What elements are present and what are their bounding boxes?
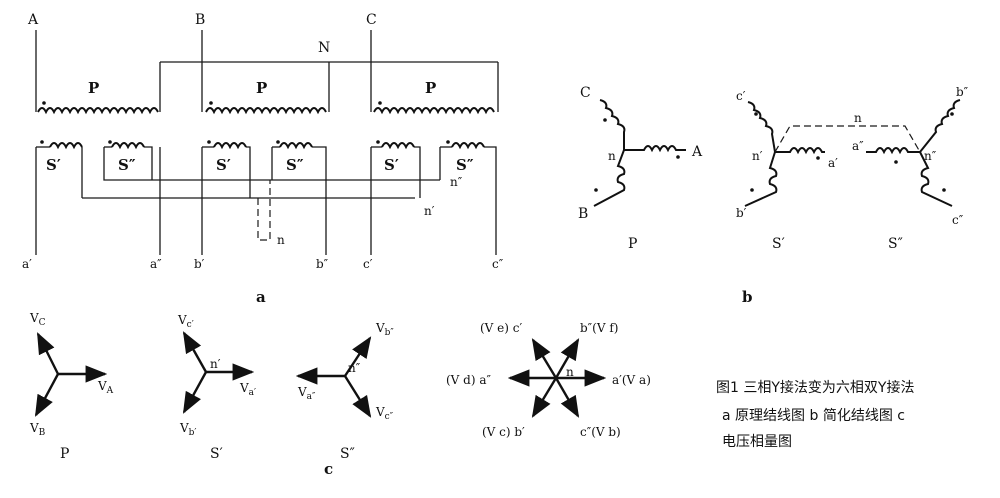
- six-top-right: b″(V f): [580, 321, 618, 335]
- secondary-label-1: S′: [46, 156, 61, 174]
- svg-text:VC: VC: [29, 311, 46, 328]
- primary-label-a: P: [88, 79, 99, 97]
- svg-text:Va″: Va″: [297, 385, 316, 402]
- primary-coil-a: [37, 107, 159, 115]
- s2-phasor-va: V: [297, 385, 307, 399]
- secondary-label-3: S′: [216, 156, 231, 174]
- s1-star-name: S′: [772, 236, 785, 252]
- svg-text:Vb″: Vb″: [375, 321, 394, 338]
- svg-text:Vc″: Vc″: [375, 405, 394, 422]
- p-phasor-vb: V: [29, 421, 39, 435]
- s2-label-c: c″: [952, 213, 964, 227]
- svg-text:VB: VB: [29, 421, 46, 438]
- s2-star-name: S″: [888, 236, 903, 252]
- figure-caption: 图1 三相Y接法变为六相双Y接法 a 原理结线图 b 简化结线图 c 电压相量图: [716, 379, 914, 450]
- secondary-label-4: S″: [286, 156, 304, 174]
- n-link-dashed: [257, 180, 271, 241]
- secondary-label-5: S′: [384, 156, 399, 174]
- p-phasor-va: V: [97, 379, 107, 393]
- panel-a-caption-label: a: [256, 288, 266, 306]
- neutral-link-label: n: [854, 111, 862, 125]
- p-star-name: P: [628, 236, 637, 252]
- svg-text:Vb′: Vb′: [179, 421, 196, 438]
- phasor-group-s1: Vc′ Va′ Vb′ n′ S′: [177, 313, 256, 462]
- p-label-c: C: [580, 85, 591, 101]
- six-right: a′(V a): [612, 373, 651, 387]
- primary-label-c: P: [425, 79, 436, 97]
- s1-phasor-name: S′: [210, 446, 223, 462]
- panel-b-caption-label: b: [742, 288, 753, 306]
- caption-line-2: a 原理结线图 b 简化结线图 c: [722, 407, 905, 424]
- six-bottom-left: (V c) b′: [482, 425, 525, 439]
- phasor-group-s2: Vb″ Va″ Vc″ n″ S″: [295, 321, 394, 462]
- six-bottom-right: c″(V b): [580, 425, 621, 439]
- bus-n1-label: n′: [424, 204, 435, 218]
- s1-phasor-center: n′: [210, 357, 221, 371]
- p-phasor-vc: V: [29, 311, 39, 325]
- primary-coil-c: [373, 107, 495, 115]
- output-c1: c′: [363, 257, 373, 271]
- bus-n2-label: n″: [450, 175, 463, 189]
- six-left: (V d) a″: [446, 373, 491, 387]
- panel-c-caption-label: c: [324, 460, 333, 478]
- neutral-link-dashed: [774, 125, 921, 153]
- neutral-n-label: N: [318, 40, 330, 56]
- s2-phasor-name: S″: [340, 446, 355, 462]
- panel-b-simplified: C A B n P c′ a′ b′ n′ S′ b″ a″ c″ n″ S″ …: [578, 85, 969, 306]
- phase-a-label: A: [27, 12, 39, 28]
- secondary-windings: [35, 140, 497, 255]
- s2-phasor-center: n″: [348, 361, 361, 375]
- caption-line-3: 电压相量图: [722, 434, 792, 450]
- s1-phasor-vc: V: [177, 313, 187, 327]
- p-phasor-name: P: [60, 446, 69, 462]
- p-star-winding-b: [593, 149, 626, 207]
- primary-label-b: P: [256, 79, 267, 97]
- s1-label-a: a′: [828, 156, 838, 170]
- p-label-n: n: [608, 149, 616, 163]
- phasor-group-six-phase: (V e) c′ b″(V f) (V d) a″ a′(V a) (V c) …: [446, 321, 651, 439]
- panel-a-schematic: A B C N P P P: [22, 12, 504, 306]
- s1-phasor-va: V: [239, 381, 249, 395]
- s1-label-b: b′: [736, 206, 747, 220]
- p-star-winding-a: [624, 145, 686, 153]
- s1-phasor-vb: V: [179, 421, 189, 435]
- output-a1: a′: [22, 257, 32, 271]
- secondary-label-6: S″: [456, 156, 474, 174]
- svg-text:Va′: Va′: [239, 381, 256, 398]
- s2-label-a: a″: [852, 139, 864, 153]
- s1-label-c: c′: [736, 89, 746, 103]
- output-b1: b′: [194, 257, 205, 271]
- p-label-a: A: [691, 144, 703, 160]
- p-star-winding-c: [599, 99, 626, 150]
- caption-line-1: 图1 三相Y接法变为六相双Y接法: [716, 379, 914, 396]
- svg-text:VA: VA: [97, 379, 114, 396]
- six-center: n: [566, 365, 574, 379]
- secondary-label-2: S″: [118, 156, 136, 174]
- s2-label-n: n″: [924, 149, 937, 163]
- s1-label-n: n′: [752, 149, 763, 163]
- primary-coil-b: [205, 107, 327, 115]
- output-c2: c″: [492, 257, 504, 271]
- s2-phasor-vc: V: [375, 405, 385, 419]
- panel-c-phasors: VC VA VB P Vc′ Va′ Vb′ n′ S′ Vb″ Va″ Vc″…: [29, 311, 651, 478]
- svg-text:Vc′: Vc′: [177, 313, 194, 330]
- n-label: n: [277, 233, 285, 247]
- six-top-left: (V e) c′: [480, 321, 522, 335]
- output-a2: a″: [150, 257, 162, 271]
- phasor-group-p: VC VA VB P: [29, 311, 114, 462]
- phase-c-label: C: [366, 12, 377, 28]
- s2-phasor-vb: V: [375, 321, 385, 335]
- p-label-b: B: [578, 206, 588, 222]
- phase-b-label: B: [195, 12, 205, 28]
- output-b2: b″: [316, 257, 329, 271]
- s2-label-b: b″: [956, 85, 969, 99]
